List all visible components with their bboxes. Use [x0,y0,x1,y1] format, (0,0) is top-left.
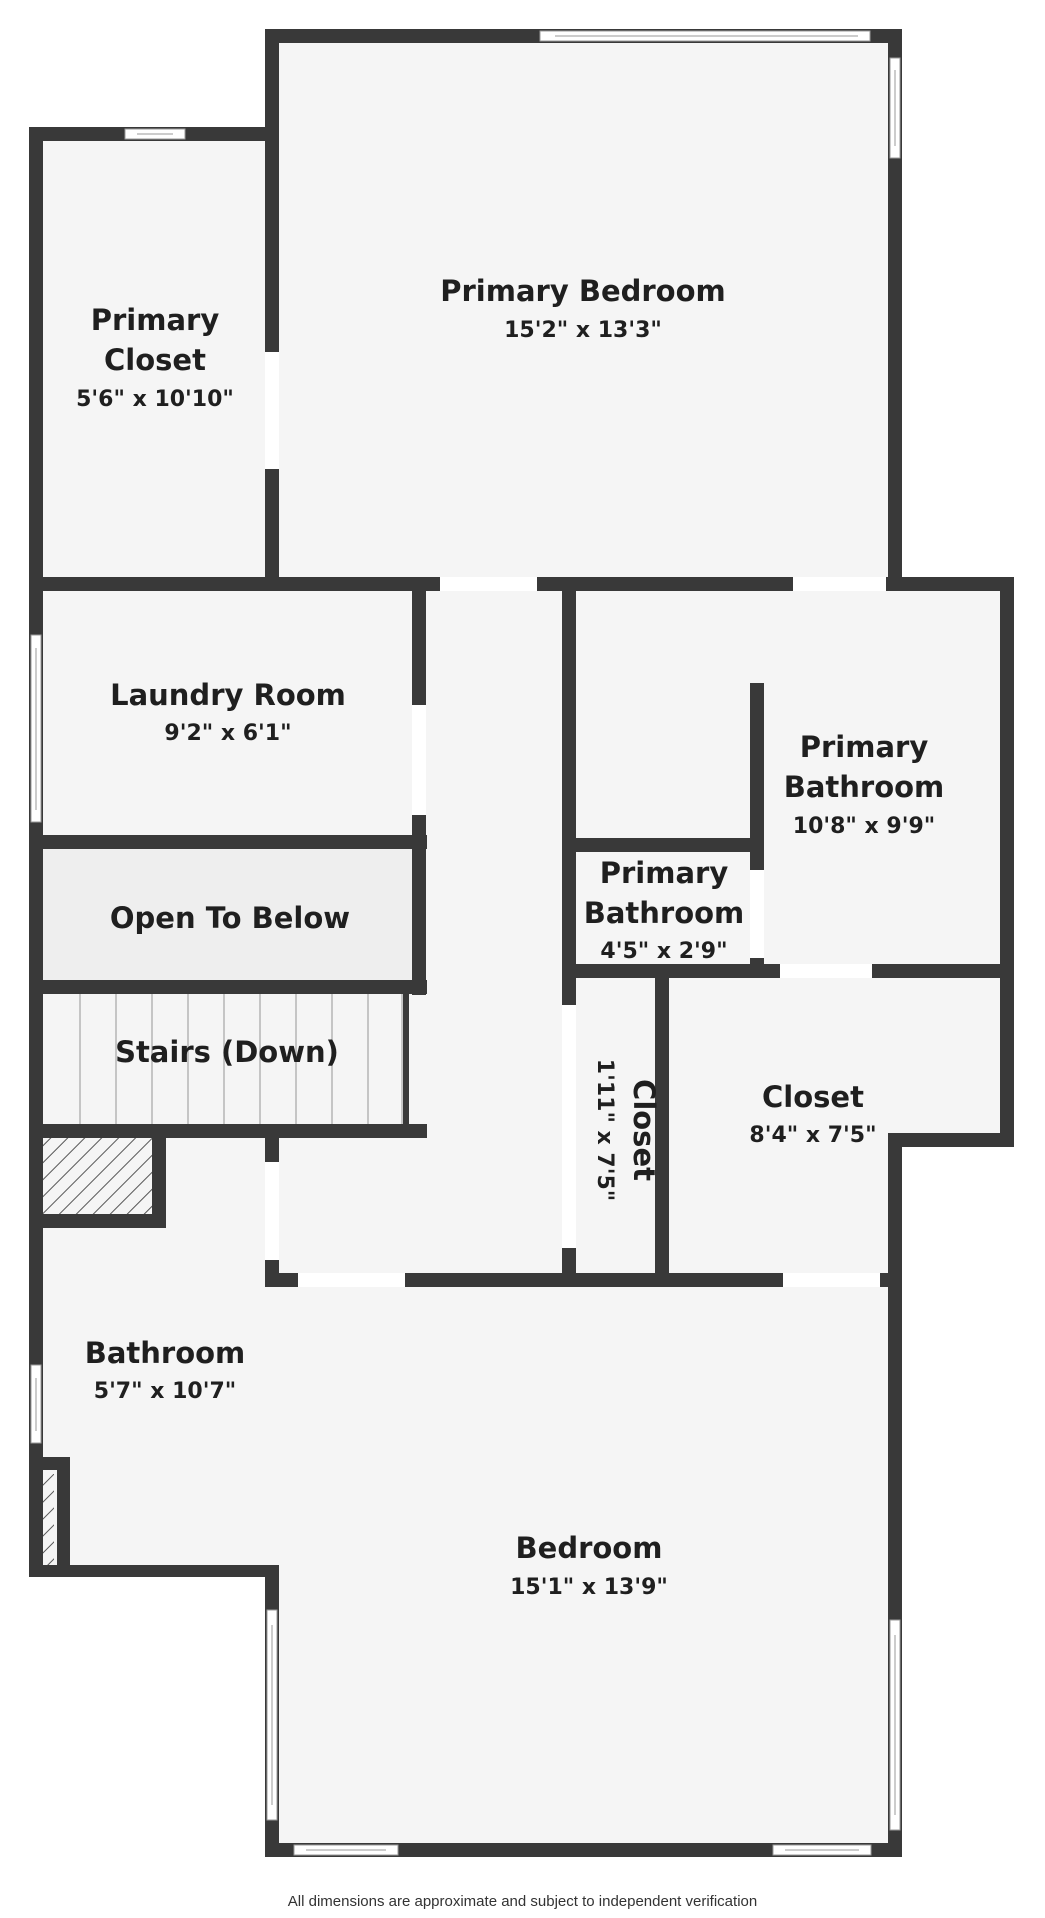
room-name: Laundry Room [110,678,346,712]
room-label-bathroom: Bathroom 5'7" x 10'7" [85,1336,246,1404]
room-label-primary-bathroom: Primary Bathroom 10'8" x 9'9" [784,730,945,839]
disclaimer-footnote: All dimensions are approximate and subje… [287,1893,758,1910]
room-label-bedroom: Bedroom 15'1" x 13'9" [510,1531,668,1600]
room-name: Bedroom [516,1531,663,1565]
windows [30,30,901,1856]
room-dimensions: 10'8" x 9'9" [793,814,935,839]
room-name: Closet [627,1079,661,1181]
room-name: Primary [800,730,929,764]
room-label-closet-narrow: Closet 1'11" x 7'5" [592,1059,661,1201]
room-dimensions: 8'4" x 7'5" [749,1123,876,1148]
room-label-closet: Closet 8'4" x 7'5" [749,1080,876,1148]
door-openings [265,352,886,1287]
room-label-laundry-room: Laundry Room 9'2" x 6'1" [110,678,346,746]
room-dimensions: 15'1" x 13'9" [510,1575,668,1600]
room-dimensions: 15'2" x 13'3" [504,318,662,343]
room-name: Closet [762,1080,864,1114]
stairs-area [40,994,405,1124]
room-label-primary-bathroom-small: Primary Bathroom 4'5" x 2'9" [584,856,745,964]
room-name: Bathroom [784,770,945,804]
room-label-open-to-below: Open To Below [110,901,350,935]
room-dimensions: 5'7" x 10'7" [94,1379,236,1404]
room-label-primary-closet: Primary Closet 5'6" x 10'10" [76,303,234,412]
room-name: Open To Below [110,901,350,935]
stair-treads [79,994,403,1124]
hatched-fixture [40,1138,152,1214]
room-dimensions: 1'11" x 7'5" [592,1059,617,1201]
room-name: Primary [600,856,729,890]
room-name: Bathroom [85,1336,246,1370]
room-label-stairs: Stairs (Down) [115,1035,339,1069]
room-dimensions: 5'6" x 10'10" [76,387,234,412]
open-to-below-area [40,845,415,980]
room-name: Closet [104,343,206,377]
hatched-fixture-small [42,1474,54,1566]
room-dimensions: 4'5" x 2'9" [600,939,727,964]
room-name: Bathroom [584,896,745,930]
room-name: Primary Bedroom [440,274,725,308]
room-name: Primary [91,303,220,337]
room-dimensions: 9'2" x 6'1" [164,721,291,746]
room-name: Stairs (Down) [115,1035,339,1069]
room-label-primary-bedroom: Primary Bedroom 15'2" x 13'3" [440,274,725,343]
